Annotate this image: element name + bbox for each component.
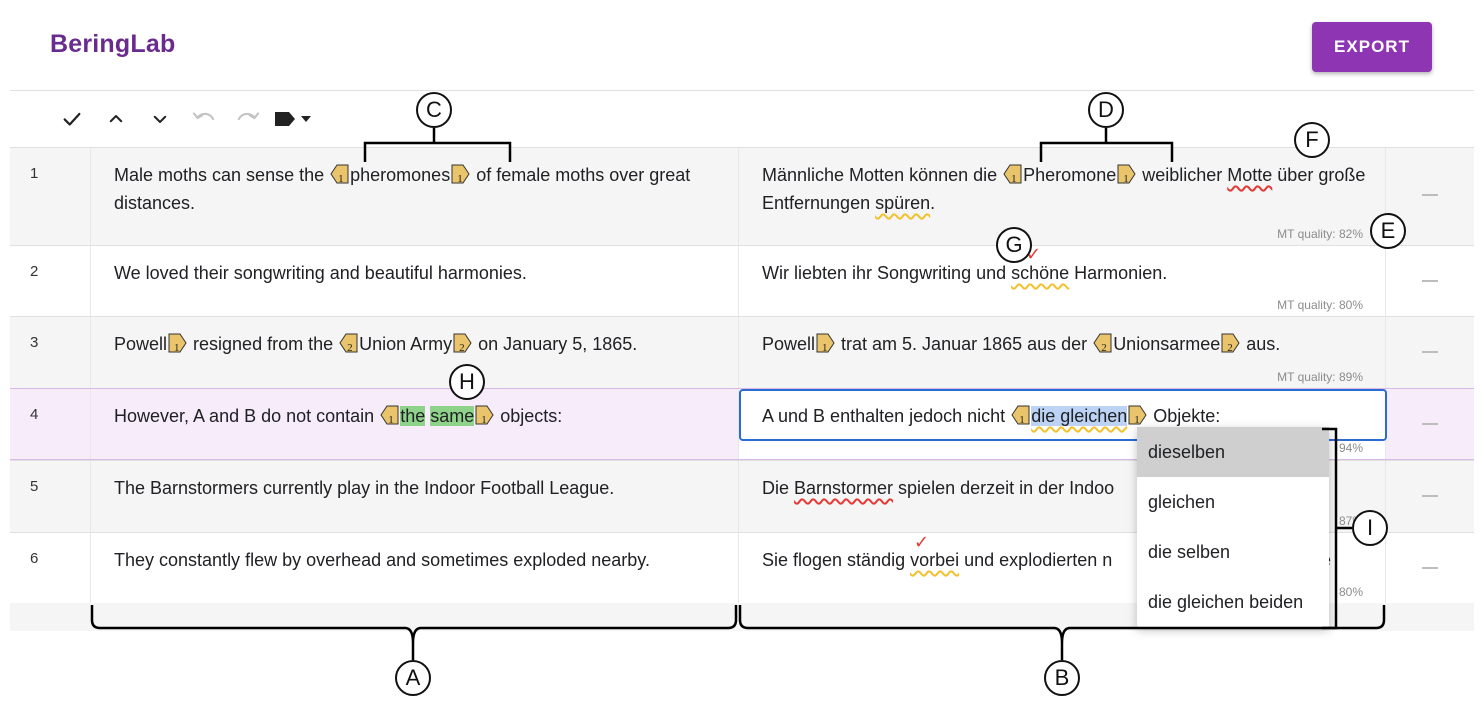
suggestion-item[interactable]: gleichen bbox=[1148, 491, 1216, 512]
mt-quality-score: MT quality: 80% bbox=[1277, 298, 1363, 312]
caret-down-icon bbox=[300, 116, 311, 122]
suggestion-dropdown: dieselben gleichen die selben die gleich… bbox=[1137, 427, 1329, 627]
previous-segment-button[interactable] bbox=[94, 102, 138, 136]
tag-close-icon[interactable]: 1 bbox=[451, 164, 470, 185]
callout-i: I bbox=[1352, 510, 1388, 546]
spelling-error[interactable]: Barnstormer bbox=[794, 478, 894, 498]
next-segment-button[interactable] bbox=[138, 102, 182, 136]
callout-d: D bbox=[1088, 92, 1124, 128]
tag-open-icon[interactable]: 2 bbox=[1093, 333, 1112, 354]
brand-logo: BeringLab bbox=[50, 30, 176, 58]
grammar-warning[interactable]: schöne bbox=[1011, 263, 1070, 283]
redo-button[interactable] bbox=[226, 102, 270, 136]
confirm-button[interactable] bbox=[50, 102, 94, 136]
tag-open-icon[interactable]: 1 bbox=[330, 164, 349, 185]
callout-g: G bbox=[996, 227, 1032, 263]
tag-open-icon[interactable]: 2 bbox=[339, 333, 358, 354]
spelling-error[interactable]: Motte bbox=[1227, 165, 1273, 185]
check-icon bbox=[63, 112, 81, 126]
source-text: We loved their songwriting and beautiful… bbox=[114, 263, 527, 283]
target-highlight[interactable]: die gleichen bbox=[1031, 406, 1128, 426]
target-text: Sie flogen ständig vorbei und explodiert… bbox=[762, 550, 1331, 570]
source-text: The Barnstormers currently play in the I… bbox=[114, 478, 615, 498]
row-menu-icon[interactable] bbox=[1422, 280, 1438, 282]
redo-icon bbox=[237, 112, 260, 121]
undo-button[interactable] bbox=[182, 102, 226, 136]
callout-c: C bbox=[416, 92, 452, 128]
suggestion-item[interactable]: die gleichen beiden bbox=[1148, 591, 1304, 612]
row-menu-icon[interactable] bbox=[1422, 351, 1438, 353]
target-cell[interactable]: Wir liebten ihr Songwriting und schöne H… bbox=[738, 246, 1386, 316]
segment-number: 4 bbox=[30, 406, 39, 423]
grammar-warning[interactable]: spüren bbox=[875, 193, 931, 213]
header-divider bbox=[10, 90, 1474, 91]
tag-close-icon[interactable]: 2 bbox=[1221, 333, 1240, 354]
target-text: Wir liebten ihr Songwriting und schöne H… bbox=[762, 263, 1168, 283]
target-text: Die Barnstormer spielen derzeit in der I… bbox=[762, 478, 1115, 498]
callout-f: F bbox=[1294, 122, 1330, 158]
source-highlight: same bbox=[430, 406, 475, 426]
source-cell[interactable]: The Barnstormers currently play in the I… bbox=[90, 461, 738, 532]
source-cell[interactable]: We loved their songwriting and beautiful… bbox=[90, 246, 738, 316]
suggestion-item[interactable]: die selben bbox=[1148, 541, 1231, 562]
row-menu-icon[interactable] bbox=[1422, 423, 1438, 425]
row-menu-icon[interactable] bbox=[1422, 567, 1438, 569]
mt-quality-score: 80% bbox=[1338, 585, 1363, 599]
undo-icon bbox=[192, 112, 215, 121]
editor-toolbar bbox=[50, 102, 314, 136]
tag-open-icon[interactable]: 1 bbox=[380, 405, 399, 426]
tag-open-icon[interactable]: 1 bbox=[1011, 405, 1030, 426]
mt-quality-score: MT quality: 89% bbox=[1277, 370, 1363, 384]
tag-close-icon[interactable]: 1 bbox=[1117, 164, 1136, 185]
segment-number: 2 bbox=[30, 263, 39, 280]
tag-close-icon[interactable]: 2 bbox=[453, 333, 472, 354]
mt-quality-score: MT quality: 82% bbox=[1277, 227, 1363, 241]
tag-close-icon[interactable]: 1 bbox=[168, 333, 187, 354]
segment-number: 6 bbox=[30, 550, 39, 567]
source-cell[interactable]: They constantly flew by overhead and som… bbox=[90, 533, 738, 603]
chevron-up-icon bbox=[109, 115, 123, 123]
label-icon bbox=[274, 112, 295, 126]
segment-number: 1 bbox=[30, 165, 39, 182]
callout-e: E bbox=[1370, 213, 1406, 249]
approved-check-icon: ✓ bbox=[914, 532, 930, 552]
callout-h: H bbox=[449, 364, 485, 400]
segment-number: 5 bbox=[30, 478, 39, 495]
callout-b: B bbox=[1044, 660, 1080, 696]
tag-open-icon[interactable]: 1 bbox=[1003, 164, 1022, 185]
callout-a: A bbox=[395, 660, 431, 696]
suggestion-item[interactable]: dieselben bbox=[1137, 427, 1329, 477]
mt-quality-score: 94% bbox=[1338, 441, 1363, 455]
source-text: They constantly flew by overhead and som… bbox=[114, 550, 650, 570]
chevron-down-icon bbox=[153, 115, 167, 123]
tag-menu-button[interactable] bbox=[270, 102, 314, 136]
segment-number: 3 bbox=[30, 334, 39, 351]
grammar-warning[interactable]: vorbei bbox=[910, 550, 960, 570]
source-highlight: the bbox=[400, 406, 426, 426]
target-cell[interactable]: Die Barnstormer spielen derzeit in der I… bbox=[738, 461, 1386, 532]
tag-close-icon[interactable]: 1 bbox=[1128, 405, 1147, 426]
tag-close-icon[interactable]: 1 bbox=[475, 405, 494, 426]
row-menu-icon[interactable] bbox=[1422, 495, 1438, 497]
table-row: 2 We loved their songwriting and beautif… bbox=[10, 245, 1474, 316]
target-cell[interactable]: Sie flogen ständig vorbei und explodiert… bbox=[738, 533, 1386, 603]
export-button[interactable]: EXPORT bbox=[1312, 22, 1432, 72]
tag-close-icon[interactable]: 1 bbox=[816, 333, 835, 354]
row-menu-icon[interactable] bbox=[1422, 194, 1438, 196]
